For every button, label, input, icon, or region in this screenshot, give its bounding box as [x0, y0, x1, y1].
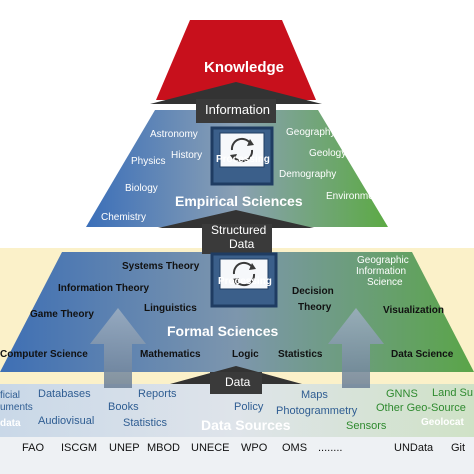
- organization-label: OMS: [282, 442, 308, 454]
- formal-item: Statistics: [278, 349, 323, 360]
- empirical-item: Geology: [309, 148, 347, 159]
- orgs-strip: [0, 437, 474, 474]
- empirical-sciences-title: Empirical Sciences: [175, 193, 303, 209]
- organization-label: WPO: [241, 442, 268, 454]
- structured-data-label: Structured: [211, 223, 267, 237]
- formal-item: Logic: [232, 349, 259, 360]
- organization-label: MBOD: [147, 442, 180, 454]
- formal-item: Decision: [292, 286, 334, 297]
- source-item: Other Geo-Source: [376, 402, 466, 414]
- formal-item: Linguistics: [144, 303, 197, 314]
- up-arrow-icon: [328, 308, 384, 388]
- data-label: Data: [225, 375, 251, 389]
- formal-item: Geographic: [357, 255, 409, 266]
- formal-item: Systems Theory: [122, 261, 200, 272]
- refresh-cycle-icon: [210, 126, 274, 186]
- empirical-item: Biology: [125, 183, 158, 194]
- formal-item: Information: [356, 266, 407, 277]
- up-arrow-icon: [90, 308, 146, 388]
- organization-label: UNECE: [191, 442, 230, 454]
- empirical-item: Geography: [286, 127, 336, 138]
- source-item: Sensors: [346, 420, 387, 432]
- information-box: [196, 99, 276, 123]
- formal-item: Mathematics: [140, 349, 201, 360]
- data-sources-title: Data Sources: [201, 417, 291, 433]
- knowledge-layer: [156, 20, 316, 100]
- refresh-cycle-icon: [210, 252, 278, 308]
- source-item: Books: [108, 401, 139, 413]
- data-box: [210, 372, 262, 394]
- knowledge-title: Knowledge: [204, 59, 285, 76]
- empirical-item: History: [171, 150, 203, 161]
- source-item: Land Su: [432, 387, 473, 399]
- source-item: data: [0, 418, 21, 429]
- structured-data-arrowhead: [158, 210, 314, 228]
- source-item: Policy: [234, 401, 264, 413]
- formal-item: Data Science: [391, 349, 454, 360]
- empirical-item: Demography: [279, 169, 337, 180]
- empirical-item: Physics: [131, 156, 166, 167]
- formal-item: Information Theory: [58, 283, 150, 294]
- formal-item: Computer Science: [0, 349, 88, 360]
- source-item: Reports: [138, 388, 177, 400]
- formal-item: Visualization: [383, 305, 444, 316]
- source-item: Audiovisual: [38, 415, 95, 427]
- source-item: Statistics: [123, 417, 168, 429]
- organization-label: UNEP: [109, 442, 140, 454]
- source-item: Photogrammetry: [276, 405, 358, 417]
- structured-data-box: [202, 224, 272, 254]
- source-item: GNNS: [386, 388, 418, 400]
- information-arrowhead: [150, 82, 322, 104]
- formal-item: Theory: [298, 302, 332, 313]
- ellipsis: ........: [318, 442, 343, 454]
- structured-data-label: Data: [229, 237, 255, 251]
- processing-label-bottom: Processing: [218, 276, 272, 287]
- source-item: Geolocat: [421, 417, 464, 428]
- source-item: ficial: [0, 390, 21, 401]
- empirical-item: Chemistry: [101, 212, 147, 223]
- organization-label: ISCGM: [61, 442, 98, 454]
- formal-item: Game Theory: [30, 309, 94, 320]
- organization-label: UNData: [394, 442, 434, 454]
- organization-label: FAO: [22, 442, 45, 454]
- organization-label: Git: [451, 442, 466, 454]
- source-item: uments: [0, 402, 33, 413]
- formal-item: Science: [367, 277, 403, 288]
- processing-label-top: Processing: [216, 154, 270, 165]
- information-label: Information: [205, 102, 271, 117]
- formal-sciences-title: Formal Sciences: [167, 323, 279, 339]
- empirical-item: Astronomy: [150, 129, 198, 140]
- source-item: Databases: [38, 388, 91, 400]
- empirical-item: Environment: [326, 191, 383, 202]
- source-item: Maps: [301, 389, 328, 401]
